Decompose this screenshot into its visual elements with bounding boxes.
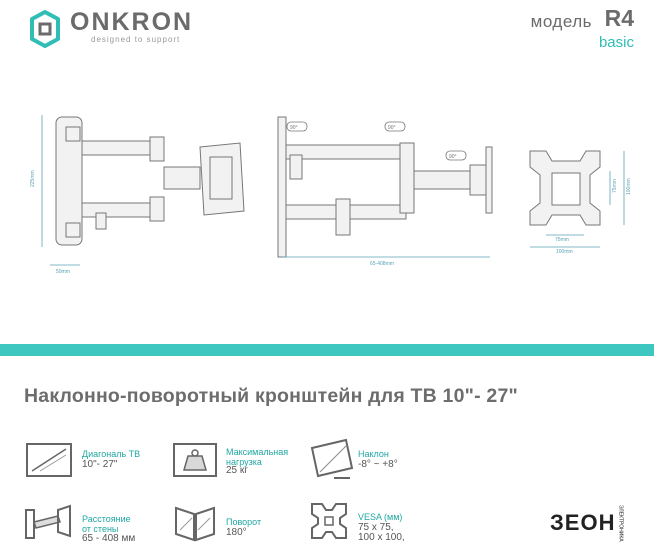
wall-distance-icon (25, 504, 71, 539)
feature-label-tilt: Наклон (358, 449, 389, 459)
feature-value-diagonal: 10"- 27" (82, 459, 118, 470)
top-view-drawing (277, 116, 493, 258)
retailer-logo: ЗEOH ЭЛЕКТРОНИКА (550, 505, 632, 542)
brand-name: ONKRON (70, 8, 194, 36)
side-view-drawing (55, 116, 245, 246)
onkron-logo-icon (30, 10, 60, 48)
feature-label-swivel: Поворот (226, 517, 262, 527)
product-title: Наклонно-поворотный кронштейн для ТВ 10"… (24, 385, 518, 407)
front-h-inner-label: 75mm (555, 237, 569, 243)
model-code: R4 (604, 5, 634, 31)
tilt-icon (310, 438, 354, 479)
feature-value-vesa: 75 x 75, 100 x 100, (358, 522, 405, 543)
feature-value-swivel: 180° (226, 527, 247, 538)
accent-band (0, 344, 654, 356)
top-extension-label: 65-408mm (370, 261, 394, 267)
brand-tagline: designed to support (91, 35, 181, 44)
feature-label-distance: Расстояние от стены (82, 514, 131, 534)
retailer-logo-sub: ЭЛЕКТРОНИКА (617, 504, 624, 542)
model-label: модель (530, 12, 592, 31)
feature-label-diagonal: Диагональ ТВ (82, 449, 141, 459)
vesa-icon (311, 503, 347, 539)
feature-label-load: Максимальная нагрузка (226, 447, 289, 467)
swivel-icon (175, 506, 215, 542)
max-load-icon (173, 443, 217, 477)
feature-label-vesa: VESA (мм) (358, 512, 403, 522)
feature-value-distance: 65 - 408 мм (82, 533, 136, 544)
front-v-inner-label: 75mm (612, 179, 618, 193)
technical-drawings: 225mm 50mm 90° 90° 90° 65-408mm 75mm 100… (30, 115, 632, 275)
feature-value-tilt: -8° ~ +8° (358, 459, 398, 470)
tv-diagonal-icon (26, 443, 72, 477)
side-depth-label: 50mm (56, 269, 70, 275)
front-view-drawing (529, 150, 601, 226)
front-v-outer-label: 100mm (626, 178, 632, 195)
top-angle-left-label: 90° (290, 125, 298, 131)
side-height-label: 225mm (30, 170, 36, 187)
front-h-outer-label: 100mm (556, 249, 573, 255)
retailer-logo-text: ЗEOH (550, 510, 616, 535)
model-variant: basic (598, 34, 634, 51)
top-angle-small-label: 90° (449, 154, 457, 160)
feature-value-load: 25 кг (226, 465, 248, 476)
top-angle-right-label: 90° (388, 125, 396, 131)
